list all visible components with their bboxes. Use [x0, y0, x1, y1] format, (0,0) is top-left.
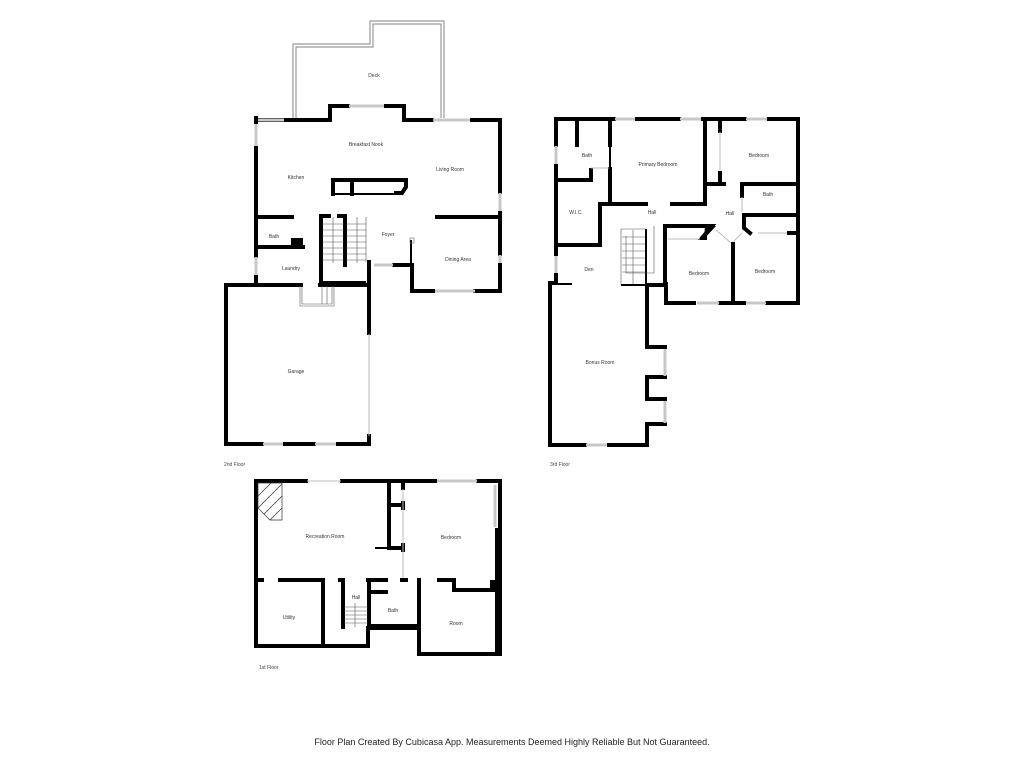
floor-label-3rd: 3rd Floor [550, 462, 570, 468]
floor-2nd: Deck Breakfast Nook Kitchen Living Room … [224, 20, 502, 468]
room-label-bedroom-1st: Bedroom [441, 535, 461, 541]
room-label-bath: Bath [269, 234, 280, 240]
room-label-laundry: Laundry [282, 266, 301, 272]
room-label-room: Room [449, 621, 462, 627]
floor-label-1st: 1st Floor [259, 665, 279, 671]
disclaimer-footer: Floor Plan Created By Cubicasa App. Meas… [314, 737, 710, 747]
room-label-bath-primary: Bath [582, 153, 593, 159]
room-label-utility: Utility [283, 615, 296, 621]
room-label-deck: Deck [368, 73, 380, 79]
fireplace-icon [257, 482, 283, 521]
floor-label-2nd: 2nd Floor [224, 462, 245, 468]
room-label-bath-hall: Bath [763, 192, 774, 198]
deck-outline [292, 20, 445, 118]
room-label-hall-2: Hall [726, 211, 735, 217]
room-label-recreation-room: Recreation Room [306, 534, 345, 540]
room-label-living-room: Living Room [436, 167, 464, 173]
room-label-garage: Garage [288, 369, 305, 375]
floor-3rd: Bath Primary Bedroom Bedroom Bath W.I.C.… [548, 117, 800, 468]
room-label-bedroom-s1: Bedroom [689, 271, 709, 277]
floor-1st: Recreation Room Bedroom Hall Utility Bat… [254, 479, 502, 671]
room-label-foyer: Foyer [382, 232, 395, 238]
room-label-bedroom-ne: Bedroom [749, 153, 769, 159]
room-label-kitchen: Kitchen [288, 175, 305, 181]
room-label-bedroom-s2: Bedroom [755, 269, 775, 275]
room-label-primary-bedroom: Primary Bedroom [639, 162, 678, 168]
room-label-breakfast-nook: Breakfast Nook [349, 142, 384, 148]
room-label-hall-1: Hall [648, 210, 657, 216]
room-label-den: Den [584, 267, 593, 273]
room-label-bonus-room: Bonus Room [586, 360, 615, 366]
room-label-hall-1st: Hall [352, 595, 361, 601]
bath-fixture [291, 238, 303, 248]
room-label-bath-1st: Bath [388, 608, 399, 614]
room-label-dining-area: Dining Area [445, 257, 471, 263]
room-label-wic: W.I.C. [569, 210, 583, 216]
